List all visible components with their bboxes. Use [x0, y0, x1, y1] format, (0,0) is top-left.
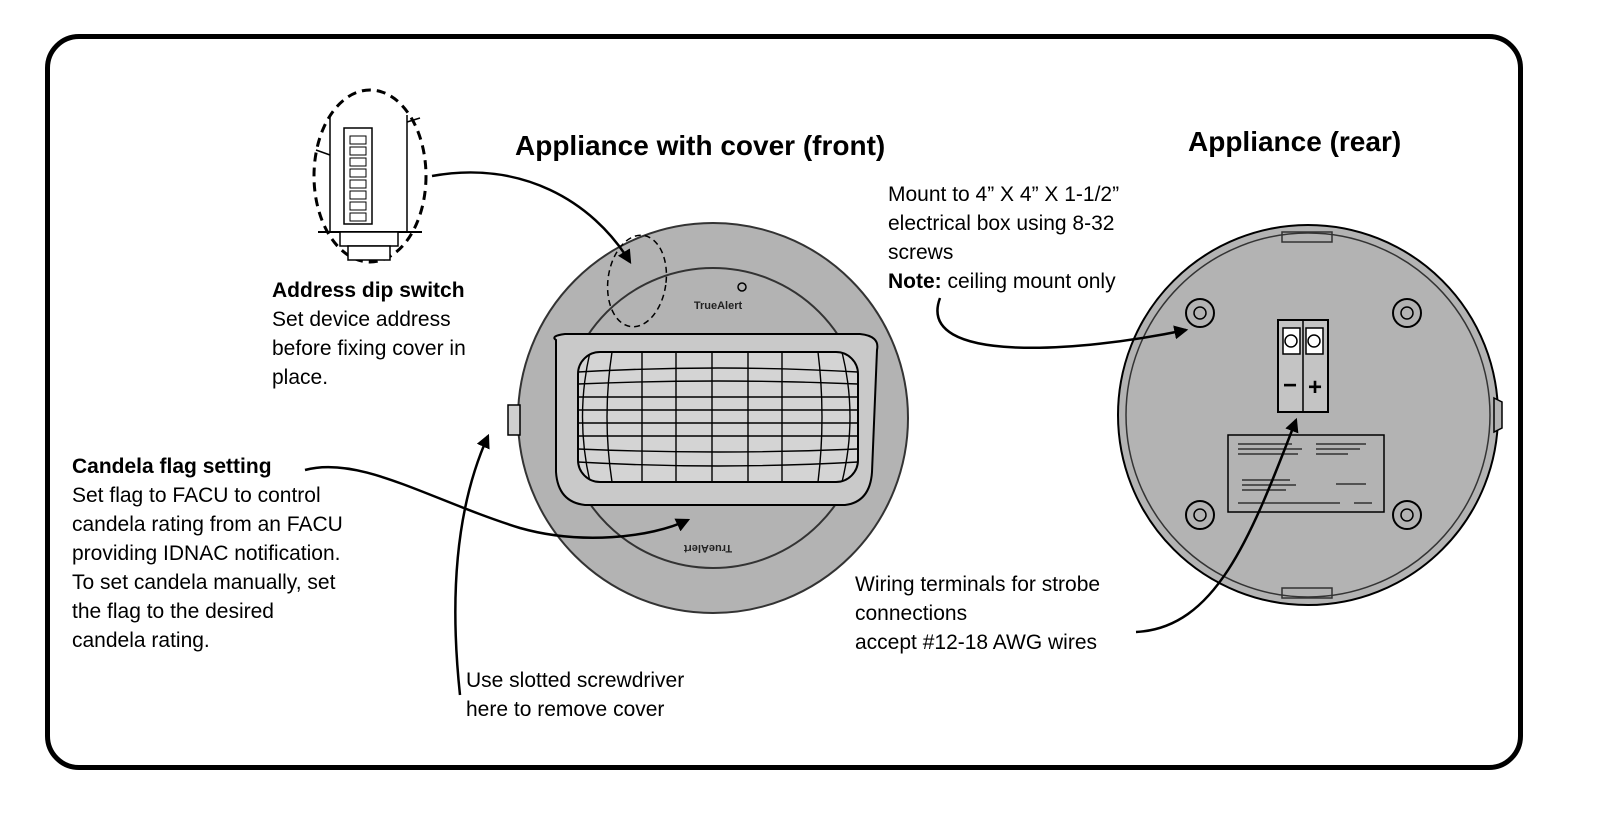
terminal-plus-label: +	[1308, 374, 1322, 401]
rear-appliance: − +	[1117, 224, 1503, 606]
mount-note: Note: ceiling mount only	[888, 267, 1119, 296]
brand-logo-bottom: TrueAlert	[684, 542, 733, 554]
wiring-text-line: accept #12-18 AWG wires	[855, 631, 1097, 654]
wiring-text-line: connections	[855, 602, 968, 625]
dip-switch-arrow	[431, 171, 632, 264]
mount-text-line: electrical box using 8-32	[888, 212, 1115, 235]
screwdriver-text-line: Use slotted screwdriver	[466, 669, 685, 692]
candela-flag-heading: Candela flag setting	[72, 455, 272, 478]
front-appliance: TrueAlert TrueAlert	[507, 222, 909, 614]
front-view-title: Appliance with cover (front)	[515, 130, 886, 161]
dip-switch-heading: Address dip switch	[272, 279, 465, 302]
rating-label-plate	[1227, 434, 1385, 513]
mount-screw-hole	[1185, 298, 1215, 328]
dip-switch-location	[606, 234, 668, 328]
mount-note-text: ceiling mount only	[941, 270, 1116, 293]
mount-text-line: Mount to 4” X 4” X 1-1/2”	[888, 183, 1120, 206]
diagram-frame	[45, 34, 1523, 770]
mount-screw-hole	[1392, 500, 1422, 530]
mount-screw-hole	[1392, 298, 1422, 328]
cover-slot	[507, 404, 521, 436]
candela-flag-arrow	[304, 465, 691, 539]
screwdriver-arrow	[454, 433, 490, 696]
wiring-callout: Wiring terminals for strobe connections …	[855, 570, 1100, 657]
candela-text-line: To set candela manually, set	[72, 571, 336, 594]
terminal-minus-label: −	[1283, 372, 1297, 399]
dip-switch-callout: Address dip switch Set device address be…	[272, 276, 466, 392]
strobe-lens	[577, 351, 859, 483]
mount-text-line: screws	[888, 241, 954, 264]
mount-callout: Mount to 4” X 4” X 1-1/2” electrical box…	[888, 180, 1119, 296]
candela-text-line: Set flag to FACU to control	[72, 484, 321, 507]
candela-text-line: providing IDNAC notification.	[72, 542, 341, 565]
mount-screw-hole	[1185, 500, 1215, 530]
screwdriver-text-line: here to remove cover	[466, 698, 665, 721]
brand-logo-top: TrueAlert	[694, 300, 743, 312]
dip-switch-text-line: place.	[272, 366, 329, 389]
wiring-terminal-block: − +	[1277, 319, 1329, 413]
mount-note-label: Note:	[888, 270, 942, 293]
dip-switch-text-line: before fixing cover in	[272, 337, 466, 360]
candela-flag-callout: Candela flag setting Set flag to FACU to…	[72, 452, 343, 655]
candela-text-line: candela rating.	[72, 629, 210, 652]
screwdriver-callout: Use slotted screwdriver here to remove c…	[466, 666, 684, 724]
dip-switch-text-line: Set device address	[272, 308, 451, 331]
candela-text-line: candela rating from an FACU	[72, 513, 343, 536]
dip-switch-inset	[312, 88, 428, 264]
wiring-arrow	[1135, 417, 1299, 634]
wiring-text-line: Wiring terminals for strobe	[855, 573, 1101, 596]
rear-slot-tab	[1493, 396, 1503, 434]
candela-text-line: the flag to the desired	[72, 600, 274, 623]
indicator-led	[737, 282, 747, 292]
mount-arrow	[936, 297, 1189, 349]
rear-view-title: Appliance (rear)	[1188, 126, 1402, 157]
